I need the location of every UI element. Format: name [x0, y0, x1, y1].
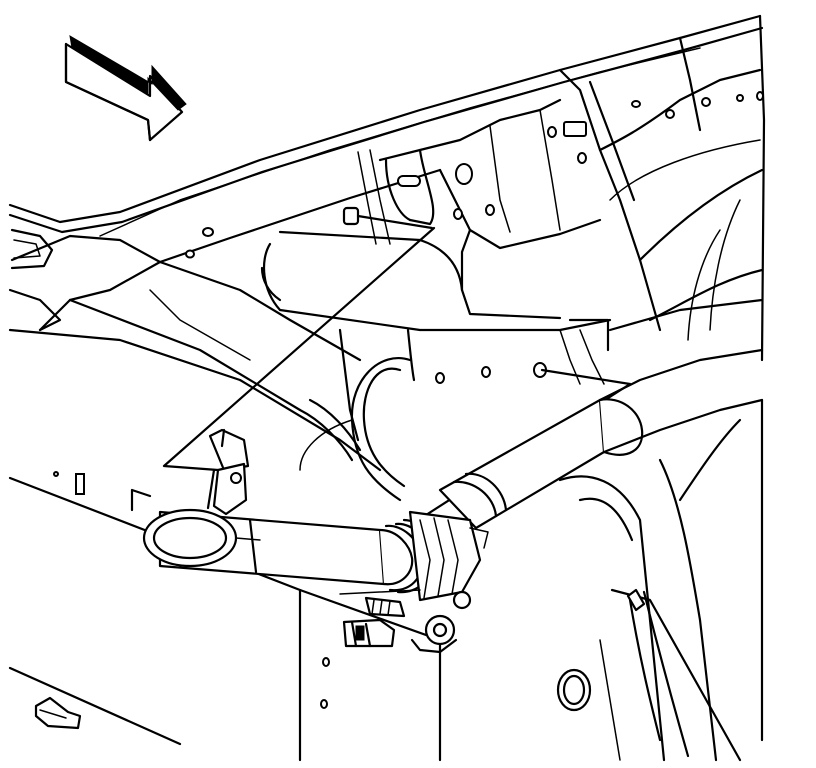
lower-connector-bracket: [342, 596, 406, 648]
tubular-cross-member: [142, 508, 444, 594]
rear-pillar-structure: [558, 14, 766, 362]
lower-floor-panel: [8, 458, 718, 762]
right-lower-brace: [610, 398, 764, 762]
upper-hook-bracket: [357, 148, 435, 245]
cross-member: [8, 98, 612, 472]
tube-mount-bracket: [206, 428, 250, 516]
upper-frame-rail: [8, 14, 764, 332]
tunnel-form: [298, 357, 412, 502]
upper-fastener-bracket: [342, 206, 434, 230]
rail-mounting-holes: [185, 91, 764, 259]
center-panel: [338, 318, 632, 442]
diagonal-brace-tube: [438, 298, 764, 530]
mounting-hardware-assembly: [339, 510, 489, 654]
front-direction-arrow-icon: [64, 35, 187, 142]
